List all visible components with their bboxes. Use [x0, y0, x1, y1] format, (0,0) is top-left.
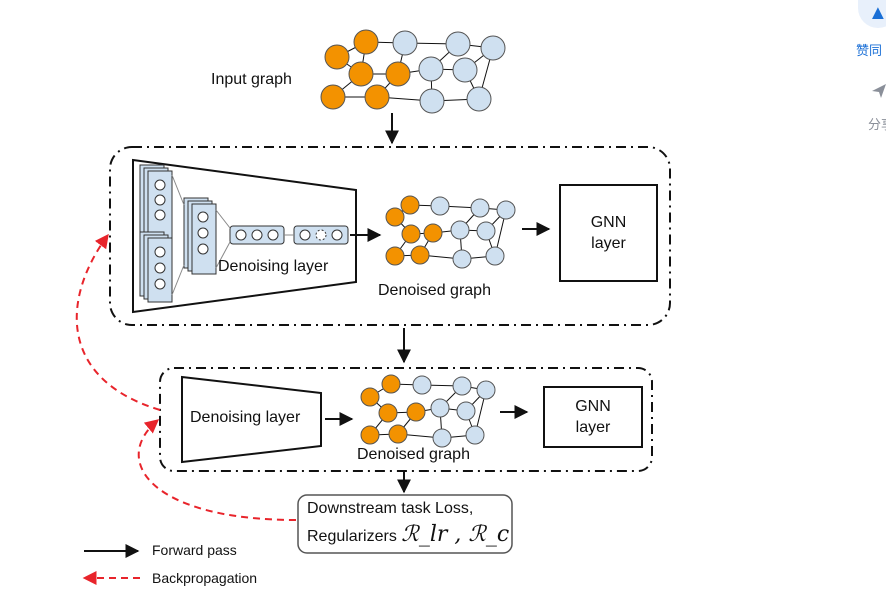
gnn-layer-1-label: GNN layer [590, 214, 627, 252]
denoised-graph-1-label: Denoised graph [378, 282, 491, 299]
denoising-layer-2-label: Denoising layer [190, 409, 301, 426]
gnn-layer-2-label: GNN layer [575, 398, 611, 436]
denoised-graph-2 [360, 374, 496, 448]
backprop-arrow-2 [75, 233, 161, 411]
gnn-layer-2-box [543, 386, 643, 448]
share-icon[interactable] [872, 84, 886, 98]
gnn-layer-1-box [559, 184, 658, 282]
layer-block-1 [109, 146, 671, 326]
backprop-arrow-1 [137, 419, 297, 521]
denoised-graph-1 [385, 195, 516, 269]
regularizer-formula: ℛ_lr , ℛ_c [401, 522, 510, 547]
input-graph-label: Input graph [211, 71, 292, 88]
agree-button-icon[interactable]: ▲ [858, 0, 886, 28]
legend-backprop-label: Backpropagation [152, 570, 258, 586]
loss-box [297, 494, 513, 554]
neural-network-icon [139, 164, 349, 303]
denoising-layer-1-label: Denoising layer [218, 258, 329, 275]
loss-line-2: Regularizers ℛ_lr , ℛ_c [307, 522, 509, 547]
share-label[interactable]: 分享 [868, 118, 886, 133]
denoising-layer-2-shape [181, 375, 322, 464]
denoised-graph-2-label: Denoised graph [357, 446, 470, 463]
legend-forward-label: Forward pass [152, 542, 237, 558]
loss-regularizers-label: Regularizers [307, 528, 397, 545]
loss-line-1: Downstream task Loss, [307, 500, 474, 517]
input-graph [320, 29, 506, 114]
layer-block-2 [159, 367, 653, 472]
agree-label[interactable]: 赞同 [856, 44, 883, 59]
